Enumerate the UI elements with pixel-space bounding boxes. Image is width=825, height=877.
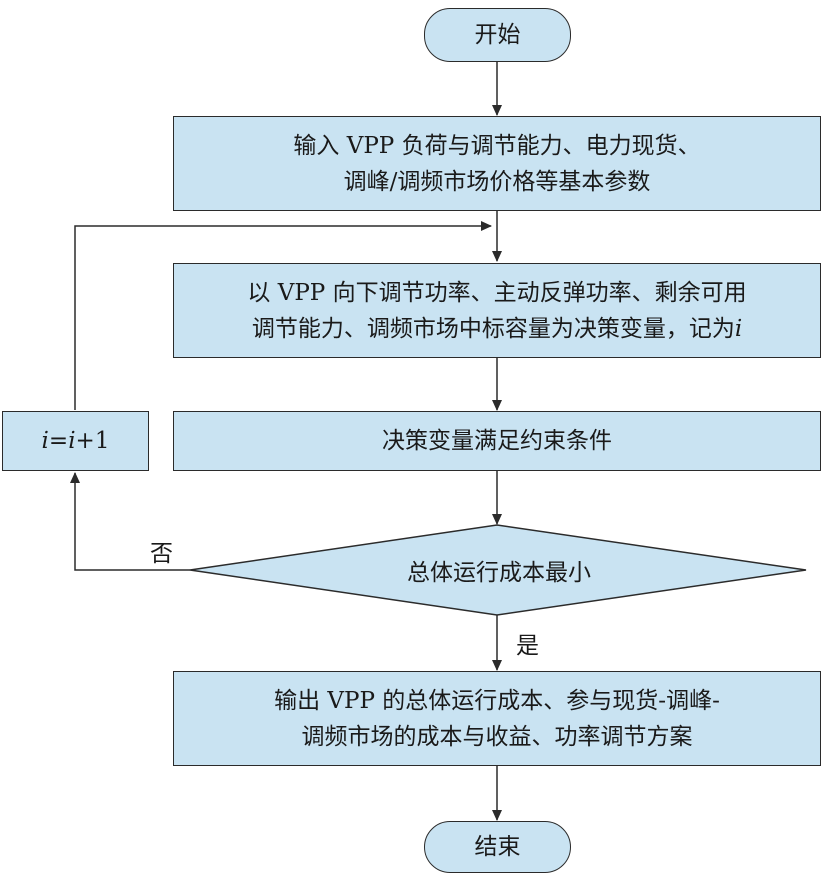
start-terminal: 开始 bbox=[424, 8, 571, 62]
increment-rest: +1 bbox=[75, 428, 110, 454]
output-box: 输出 VPP 的总体运行成本、参与现货-调峰- 调频市场的成本与收益、功率调节方… bbox=[173, 671, 821, 766]
branch-yes-label: 是 bbox=[516, 633, 539, 659]
decision-vars-line-1: 以 VPP 向下调节功率、主动反弹功率、剩余可用 bbox=[247, 279, 747, 306]
end-label: 结束 bbox=[474, 834, 521, 860]
increment-var-1: i bbox=[41, 428, 49, 454]
start-label: 开始 bbox=[474, 22, 521, 48]
constraint-label: 决策变量满足约束条件 bbox=[382, 428, 612, 454]
input-line-2: 调峰/调频市场价格等基本参数 bbox=[343, 168, 651, 195]
decision-label: 总体运行成本最小 bbox=[407, 560, 591, 586]
branch-no-label: 否 bbox=[150, 541, 173, 567]
arrow-no-to-increment bbox=[70, 472, 190, 571]
decision-vars-symbol: i bbox=[734, 315, 743, 342]
end-terminal: 结束 bbox=[424, 821, 571, 873]
decision-vars-line-2: 调节能力、调频市场中标容量为决策变量，记为 bbox=[251, 315, 735, 342]
output-line-1: 输出 VPP 的总体运行成本、参与现货-调峰- bbox=[274, 687, 720, 714]
increment-eq: = bbox=[48, 428, 69, 454]
increment-var-2: i bbox=[68, 428, 76, 454]
arrow-increment-to-loop bbox=[74, 221, 492, 410]
output-line-2: 调频市场的成本与收益、功率调节方案 bbox=[301, 723, 693, 750]
input-parameters-box: 输入 VPP 负荷与调节能力、电力现货、 调峰/调频市场价格等基本参数 bbox=[173, 116, 821, 211]
input-line-1: 输入 VPP 负荷与调节能力、电力现货、 bbox=[293, 132, 701, 159]
increment-box: i=i+1 bbox=[2, 411, 149, 471]
decision-diamond bbox=[189, 524, 807, 616]
constraint-box: 决策变量满足约束条件 bbox=[173, 411, 821, 471]
decision-variables-box: 以 VPP 向下调节功率、主动反弹功率、剩余可用 调节能力、调频市场中标容量为决… bbox=[173, 263, 821, 358]
